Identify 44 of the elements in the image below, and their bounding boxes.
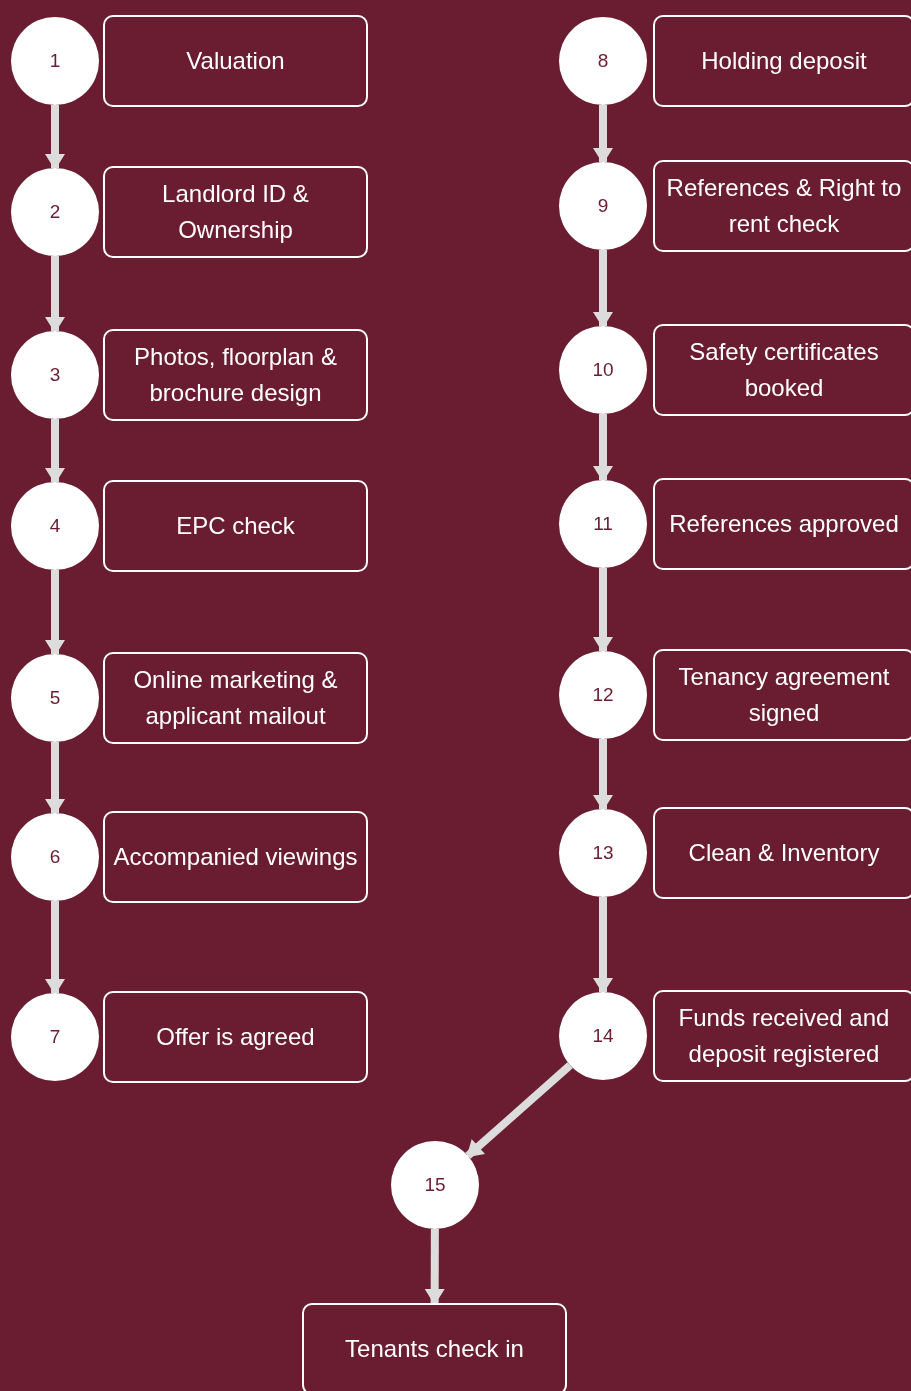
step-number-circle: 11 [559, 480, 647, 568]
step-number-circle: 4 [11, 482, 99, 570]
arrow [45, 256, 65, 333]
arrow [45, 105, 65, 170]
step-number-circle: 7 [11, 993, 99, 1081]
step-number-circle: 15 [391, 1141, 479, 1229]
arrow [45, 570, 65, 656]
step-box: Valuation [103, 15, 368, 107]
arrow [593, 414, 613, 482]
step-box: Tenancy agreement signed [653, 649, 911, 741]
arrow [424, 1229, 445, 1305]
step-number-circle: 3 [11, 331, 99, 419]
step-box: Funds received and deposit registered [653, 990, 911, 1082]
step-box: Photos, floorplan & brochure design [103, 329, 368, 421]
step-number-circle: 1 [11, 17, 99, 105]
step-box: Clean & Inventory [653, 807, 911, 899]
arrow [593, 897, 613, 994]
arrow [45, 742, 65, 815]
step-box: References approved [653, 478, 911, 570]
step-box: Tenants check in [302, 1303, 567, 1391]
step-number-circle: 6 [11, 813, 99, 901]
step-number-circle: 8 [559, 17, 647, 105]
step-box: EPC check [103, 480, 368, 572]
step-number-circle: 2 [11, 168, 99, 256]
arrow [593, 739, 613, 811]
step-box: Offer is agreed [103, 991, 368, 1083]
step-number-circle: 10 [559, 326, 647, 414]
step-number-circle: 13 [559, 809, 647, 897]
step-number-circle: 12 [559, 651, 647, 739]
step-box: Online marketing & applicant mailout [103, 652, 368, 744]
step-box: Holding deposit [653, 15, 911, 107]
arrow [593, 568, 613, 653]
step-number-circle: 5 [11, 654, 99, 742]
step-box: Accompanied viewings [103, 811, 368, 903]
arrow [593, 105, 613, 164]
step-number-circle: 14 [559, 992, 647, 1080]
arrow [593, 250, 613, 328]
step-box: Landlord ID & Ownership [103, 166, 368, 258]
arrow [45, 419, 65, 484]
arrow [45, 901, 65, 995]
step-number-circle: 9 [559, 162, 647, 250]
step-box: References & Right to rent check [653, 160, 911, 252]
step-box: Safety certificates booked [653, 324, 911, 416]
arrow [465, 1062, 573, 1159]
